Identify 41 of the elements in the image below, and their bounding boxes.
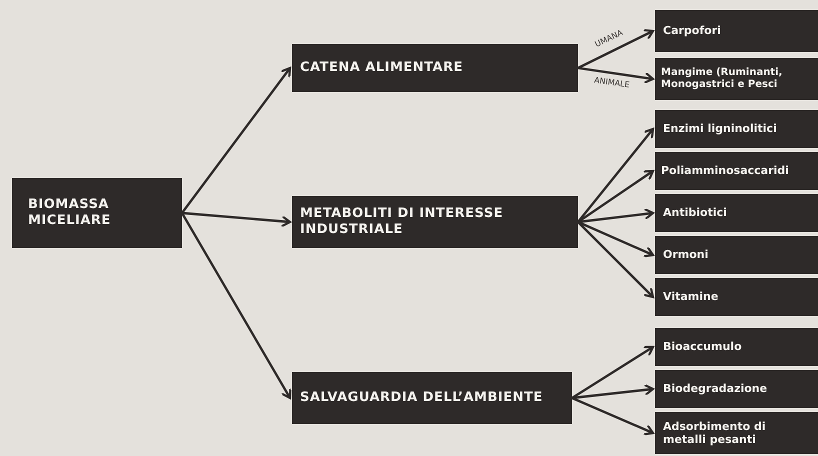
label-box <box>292 196 578 248</box>
box-label: CATENA ALIMENTARE <box>300 60 463 76</box>
label-box <box>292 372 572 424</box>
label-box <box>655 10 818 52</box>
box-label: Poliamminosaccaridi <box>661 164 789 178</box>
arrow <box>181 66 292 214</box>
edge-label: ANIMALE <box>592 74 631 90</box>
box-label: SALVAGUARDIA DELL’AMBIENTE <box>300 390 543 406</box>
box-label: Enzimi ligninolitici <box>663 122 777 136</box>
box-label: Biodegradazione <box>663 382 768 396</box>
box-label: Ormoni <box>663 248 708 262</box>
label-box <box>12 178 182 248</box>
arrow <box>578 220 654 258</box>
label-box <box>655 152 818 190</box>
label-box <box>655 110 818 148</box>
arrow <box>578 66 654 84</box>
arrow <box>182 212 292 228</box>
label-box <box>655 370 818 408</box>
arrow <box>571 346 654 400</box>
label-box <box>655 194 818 232</box>
box-label: Mangime (Ruminanti, Monogastrici e Pesci <box>661 67 784 91</box>
label-box <box>655 412 818 454</box>
box-label: BIOMASSA MICELIARE <box>28 197 112 229</box>
box-label: Bioaccumulo <box>663 340 742 354</box>
label-box <box>655 58 818 100</box>
arrow <box>577 28 654 70</box>
box-label: Adsorbimento di metalli pesanti <box>663 420 767 446</box>
label-box <box>655 236 818 274</box>
label-box <box>655 278 818 316</box>
arrow <box>572 396 654 436</box>
box-label: Antibiotici <box>663 206 727 220</box>
label-box <box>655 328 818 366</box>
box-label: Carpofori <box>663 24 721 38</box>
arrow <box>577 128 654 223</box>
box-label: METABOLITI DI INTERESSE INDUSTRIALE <box>300 206 504 238</box>
arrow <box>572 384 654 400</box>
arrow <box>180 212 292 400</box>
arrow <box>578 208 654 224</box>
arrow <box>577 221 654 298</box>
label-box <box>292 44 578 92</box>
box-label: Vitamine <box>663 290 718 304</box>
